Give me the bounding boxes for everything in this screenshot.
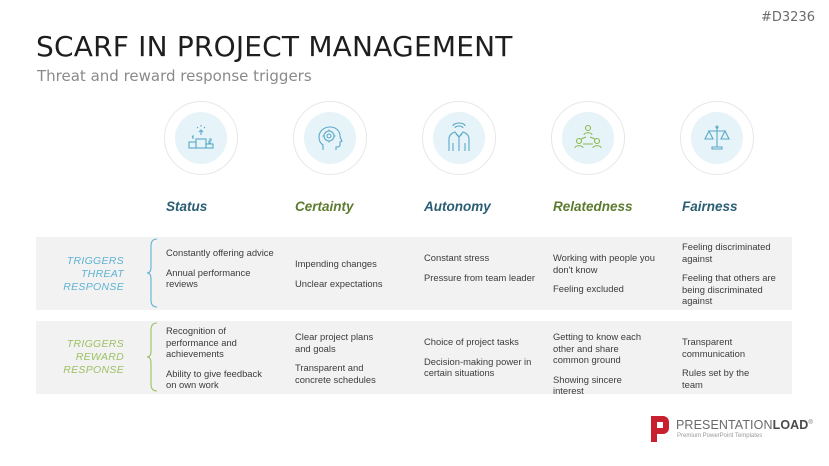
certainty-icon-badge <box>293 101 367 175</box>
reward-label-line: RESPONSE <box>63 364 124 376</box>
reward-cell-autonomy: Choice of project tasks Decision-making … <box>424 336 536 379</box>
trigger-item: Ability to give feedback on own work <box>166 367 262 391</box>
trigger-item: Recognition of performance and achieveme… <box>166 325 237 359</box>
person-suit-icon <box>448 122 470 151</box>
network-people-icon <box>574 124 602 149</box>
reward-cell-certainty: Clear project plans and goals Transparen… <box>295 331 385 385</box>
trigger-item: Pressure from team leader <box>424 271 535 283</box>
trigger-item: Unclear expectations <box>295 277 383 289</box>
heading-fairness: Fairness <box>682 199 738 214</box>
threat-cell-relatedness: Working with people you don't know Feeli… <box>553 252 665 295</box>
trigger-item: Decision-making power in certain situati… <box>424 355 532 379</box>
reward-label-line: REWARD <box>75 351 124 363</box>
reward-brace <box>146 322 158 392</box>
trigger-item: Constant stress <box>424 252 490 263</box>
trigger-item: Feeling discriminated against <box>682 241 771 264</box>
logo-registered: ® <box>808 419 813 426</box>
reward-cell-status: Recognition of performance and achieveme… <box>166 325 271 391</box>
trigger-item: Feeling excluded <box>553 283 624 294</box>
logo-wordmark: PRESENTATIONLOAD® <box>676 418 813 432</box>
trigger-item: Choice of project tasks <box>424 336 519 347</box>
trigger-item: Feeling that others are being discrimina… <box>682 272 776 306</box>
threat-label-line: THREAT <box>80 268 124 280</box>
trigger-item: Rules set by the team <box>682 367 750 390</box>
trigger-item: Working with people you don't know <box>553 252 655 275</box>
reward-cell-fairness: Transparent communication Rules set by t… <box>682 336 762 390</box>
heading-certainty: Certainty <box>295 199 354 214</box>
trigger-item: Annual performance reviews <box>166 266 251 290</box>
threat-cell-autonomy: Constant stress Pressure from team leade… <box>424 252 536 283</box>
slide-subtitle: Threat and reward response triggers <box>37 67 312 85</box>
reward-row-label: TRIGGERS REWARD RESPONSE <box>44 338 124 377</box>
trigger-item: Clear project plans and goals <box>295 331 374 354</box>
threat-brace <box>146 238 158 308</box>
heading-relatedness: Relatedness <box>553 199 633 214</box>
reward-cell-relatedness: Getting to know each other and share com… <box>553 331 648 397</box>
status-icon-badge <box>164 101 238 175</box>
threat-row-label: TRIGGERS THREAT RESPONSE <box>44 255 124 294</box>
threat-label-line: RESPONSE <box>63 281 124 293</box>
scales-icon <box>704 125 730 150</box>
podium-icon <box>188 125 214 149</box>
slide-title: SCARF IN PROJECT MANAGEMENT <box>36 30 513 63</box>
slide-code: #D3236 <box>761 10 815 25</box>
threat-band <box>36 237 792 310</box>
trigger-item: Constantly offering advice <box>166 247 274 258</box>
brand-logo: PRESENTATIONLOAD® Premium PowerPoint Tem… <box>651 416 813 446</box>
trigger-item: Transparent and concrete schedules <box>295 362 376 385</box>
trigger-item: Impending changes <box>295 258 377 269</box>
fairness-icon-badge <box>680 101 754 175</box>
trigger-item: Showing sincere interest <box>553 373 622 397</box>
autonomy-icon-badge <box>422 101 496 175</box>
trigger-item: Getting to know each other and share com… <box>553 331 642 365</box>
heading-status: Status <box>166 199 208 214</box>
logo-mark-icon <box>651 416 669 442</box>
brain-head-icon <box>318 126 343 150</box>
threat-cell-fairness: Feeling discriminated against Feeling th… <box>682 241 787 307</box>
threat-cell-status: Constantly offering advice Annual perfor… <box>166 247 278 290</box>
logo-brand-bold: LOAD <box>772 418 809 432</box>
relatedness-icon-badge <box>551 101 625 175</box>
reward-label-line: TRIGGERS <box>66 338 124 350</box>
threat-label-line: TRIGGERS <box>66 255 124 267</box>
logo-brand-light: PRESENTATION <box>676 418 773 432</box>
logo-tagline: Premium PowerPoint Templates <box>677 433 763 439</box>
reward-band <box>36 321 792 394</box>
heading-autonomy: Autonomy <box>424 199 491 214</box>
threat-cell-certainty: Impending changes Unclear expectations <box>295 258 407 289</box>
trigger-item: Transparent communication <box>682 336 746 359</box>
